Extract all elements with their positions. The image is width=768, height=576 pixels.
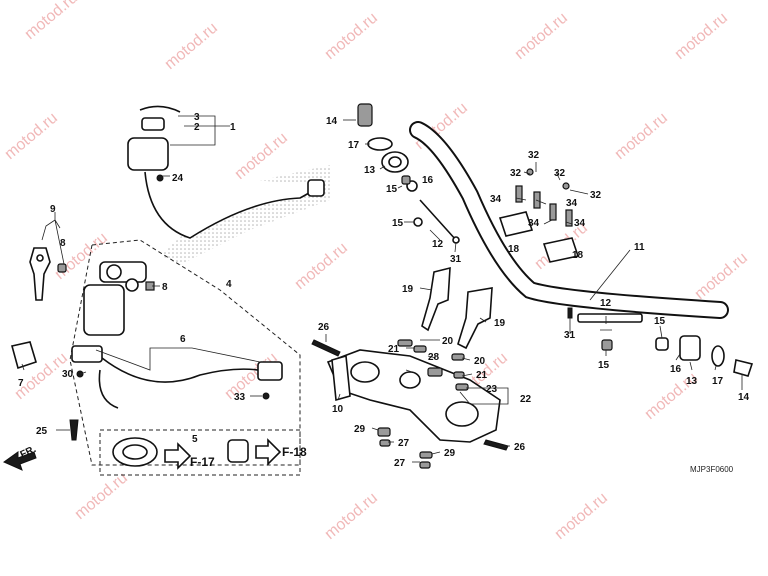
callout-17: 17 [348, 140, 360, 151]
callout-25: 25 [36, 426, 48, 437]
switch-cover-assembly [127, 105, 325, 239]
callout-30: 30 [62, 369, 74, 380]
watermark-text: motod.ru [162, 19, 221, 73]
watermark-text: motod.ru [232, 129, 291, 183]
callout-3: 3 [194, 112, 200, 123]
ref-parts [112, 437, 282, 470]
watermark-text: motod.ru [322, 9, 381, 63]
clip-body [141, 117, 165, 131]
handlebar-holders [498, 168, 580, 263]
watermark-text: motod.ru [2, 109, 61, 163]
callout-7: 7 [18, 378, 24, 389]
callout-34: 34 [528, 218, 540, 229]
callout-27: 27 [394, 458, 406, 469]
callout-15: 15 [654, 316, 666, 327]
handlebar [409, 121, 729, 319]
callout-14: 14 [326, 116, 338, 127]
top-bridge [311, 339, 509, 469]
callout-32: 32 [528, 150, 540, 161]
callout-20: 20 [442, 336, 454, 347]
watermark-text: motod.ru [72, 469, 131, 523]
watermark-text: motod.ru [292, 239, 351, 293]
callout-21: 21 [388, 344, 400, 355]
callout-31: 31 [450, 254, 462, 265]
watermark-text: motod.ru [612, 109, 671, 163]
callout-15: 15 [392, 218, 404, 229]
callout-32: 32 [554, 168, 566, 179]
callout-12: 12 [600, 298, 612, 309]
switch-cover [127, 137, 169, 171]
callout-13: 13 [364, 165, 376, 176]
callout-8: 8 [162, 282, 168, 293]
callout-19: 19 [494, 318, 506, 329]
callout-20: 20 [474, 356, 486, 367]
callout-28: 28 [428, 352, 440, 363]
watermark-text: motod.ru [22, 0, 81, 43]
watermark-text: motod.ru [672, 9, 731, 63]
callout-labels: 3 2 1 24 9 8 8 4 6 7 30 25 33 5 F-17 F-1… [18, 112, 750, 474]
callout-26: 26 [514, 442, 526, 453]
callout-29: 29 [444, 448, 456, 459]
ref-f18: F-18 [282, 445, 307, 459]
callout-8: 8 [60, 238, 66, 249]
callout-27: 27 [398, 438, 410, 449]
watermark-text: motod.ru [552, 489, 611, 543]
callout-1: 1 [230, 122, 236, 133]
key-part [29, 247, 67, 301]
group-box-ref-parts [99, 429, 301, 476]
callout-34: 34 [490, 194, 502, 205]
callout-10: 10 [332, 404, 344, 415]
ref-f17: F-17 [190, 455, 215, 469]
callout-16: 16 [670, 364, 682, 375]
callout-29: 29 [354, 424, 366, 435]
ignition-switch [11, 261, 283, 441]
callout-9: 9 [50, 204, 56, 215]
callout-26: 26 [318, 322, 330, 333]
clip-part [139, 105, 181, 113]
group-box-switch-assembly [69, 239, 301, 466]
callout-11: 11 [634, 242, 645, 253]
watermark-text: motod.ru [692, 249, 751, 303]
callout-5: 5 [192, 434, 198, 445]
callout-31: 31 [564, 330, 576, 341]
callout-17: 17 [712, 376, 724, 387]
leader-lines [21, 115, 743, 463]
callout-34: 34 [574, 218, 586, 229]
left-bar-end-parts [357, 103, 460, 244]
callout-6: 6 [180, 334, 186, 345]
callout-24: 24 [172, 173, 184, 184]
diagram-code: MJP3F0600 [690, 465, 734, 474]
callout-32: 32 [590, 190, 602, 201]
callout-33: 33 [234, 392, 246, 403]
callout-16: 16 [422, 175, 434, 186]
callout-15: 15 [386, 184, 398, 195]
harness-connector [307, 179, 325, 197]
callout-18: 18 [508, 244, 520, 255]
callout-23: 23 [486, 384, 498, 395]
callout-19: 19 [402, 284, 414, 295]
callout-18: 18 [572, 250, 584, 261]
callout-4: 4 [226, 279, 232, 290]
callout-13: 13 [686, 376, 698, 387]
bolt-24 [156, 174, 164, 182]
callout-12: 12 [432, 239, 444, 250]
watermark-text: motod.ru [512, 9, 571, 63]
callout-32: 32 [510, 168, 522, 179]
watermark-text: motod.ru [322, 489, 381, 543]
callout-2: 2 [194, 122, 200, 133]
callout-14: 14 [738, 392, 750, 403]
right-bar-end-parts [567, 307, 754, 377]
callout-21: 21 [476, 370, 488, 381]
callout-22: 22 [520, 394, 532, 405]
callout-34: 34 [566, 198, 578, 209]
lower-holders [421, 266, 493, 350]
front-arrow [2, 451, 37, 471]
callout-15: 15 [598, 360, 610, 371]
